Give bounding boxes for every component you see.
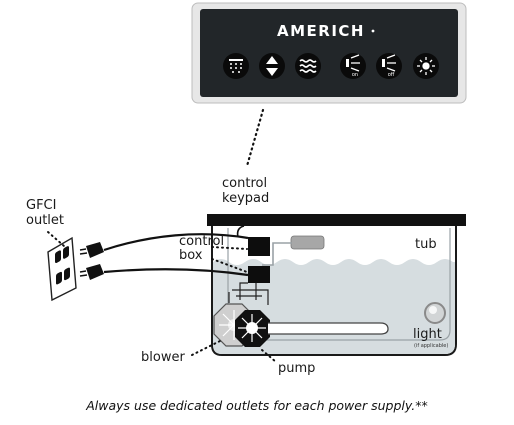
pump bbox=[235, 310, 389, 347]
light-off-icon bbox=[382, 54, 396, 72]
keypad-button-jets[interactable] bbox=[223, 53, 249, 79]
brand-logo: AMERICH bbox=[277, 22, 365, 40]
control-box-leader-1 bbox=[211, 246, 248, 250]
keypad-leader-line bbox=[245, 108, 265, 168]
control-box-label-line2: box bbox=[179, 248, 203, 263]
gfci-label-line2: outlet bbox=[26, 213, 64, 228]
jets-icon bbox=[229, 59, 243, 73]
control-keypad-label-line1: control bbox=[222, 176, 267, 191]
light-off-sub-label: off bbox=[388, 72, 395, 78]
keypad-button-waves[interactable] bbox=[295, 53, 321, 79]
light-note: (if applicable) bbox=[414, 343, 448, 349]
control-keypad-label-line2: keypad bbox=[222, 191, 269, 206]
light-on-sub-label: on bbox=[352, 72, 358, 78]
blower-label: blower bbox=[141, 350, 185, 365]
light-on-icon bbox=[346, 54, 360, 72]
gfci-outlet bbox=[47, 236, 77, 302]
control-box-leader-2 bbox=[211, 258, 248, 273]
pump-label: pump bbox=[278, 361, 315, 376]
control-box-label-line1: control bbox=[179, 234, 224, 249]
keypad-panel: AMERICH bbox=[191, 2, 467, 104]
blower-leader-line bbox=[191, 339, 223, 356]
plug-lower bbox=[79, 264, 104, 280]
pump-leader-line bbox=[261, 349, 277, 363]
keypad-device bbox=[290, 235, 325, 250]
tub-rim bbox=[207, 214, 466, 226]
power-cord-upper bbox=[103, 233, 249, 252]
tub-label: tub bbox=[415, 237, 437, 252]
light-label: light bbox=[413, 327, 442, 342]
sun-icon bbox=[417, 57, 435, 75]
control-box bbox=[248, 237, 270, 283]
keypad-button-light-on[interactable]: on bbox=[340, 53, 366, 79]
caption: Always use dedicated outlets for each po… bbox=[86, 398, 428, 413]
up-down-arrows-icon bbox=[266, 56, 278, 76]
keypad-button-light-off[interactable]: off bbox=[376, 53, 402, 79]
gfci-leader-line bbox=[47, 231, 65, 247]
power-cord-lower bbox=[103, 268, 249, 277]
gfci-label-line1: GFCI bbox=[26, 198, 56, 213]
keypad-button-up-down[interactable] bbox=[259, 53, 285, 79]
waves-icon bbox=[299, 59, 317, 73]
keypad-button-sun[interactable] bbox=[413, 53, 439, 79]
plug-upper bbox=[79, 242, 104, 258]
